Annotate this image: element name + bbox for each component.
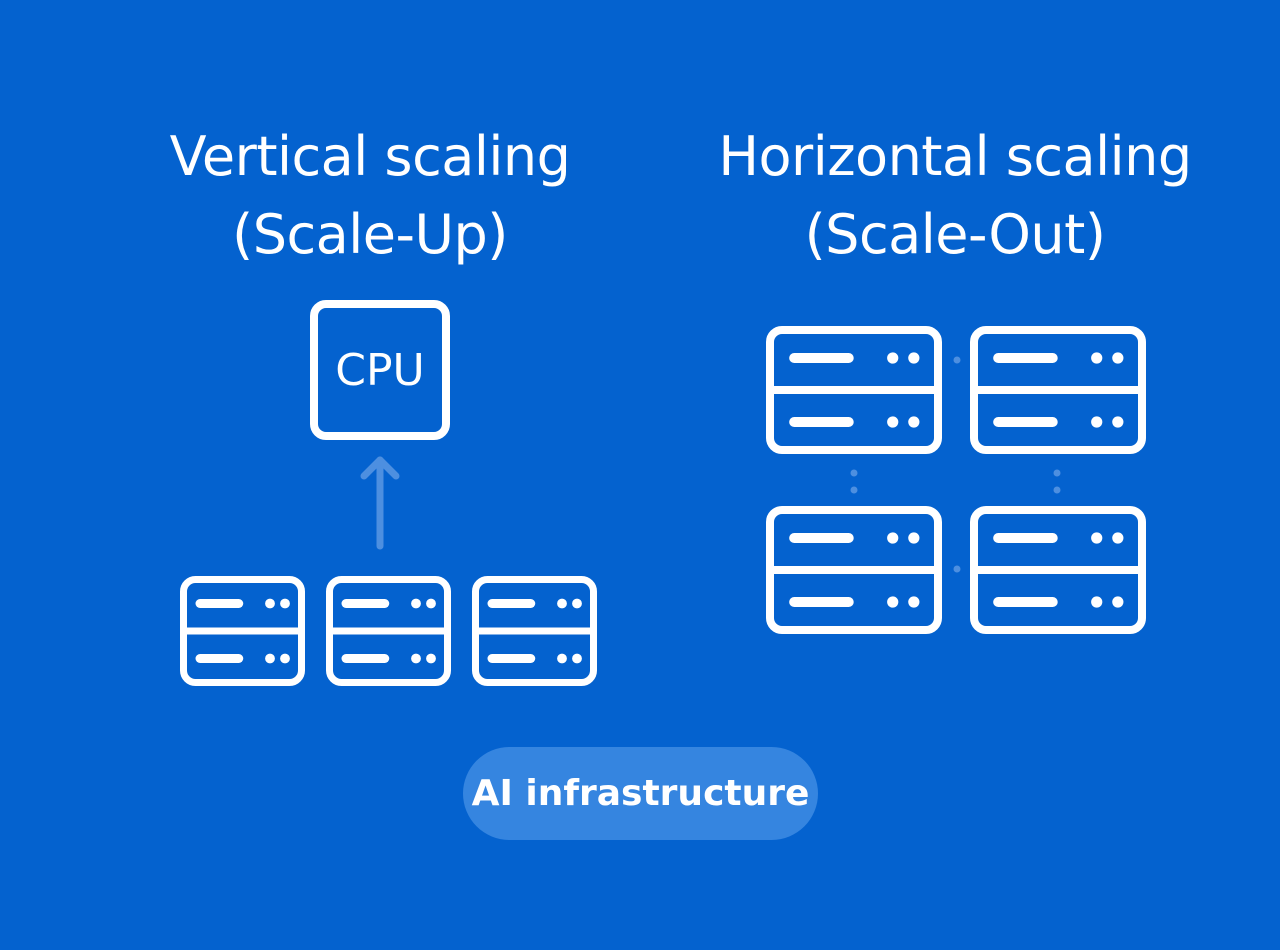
- horizontal-server-icon: [766, 506, 942, 634]
- badge-label: AI infrastructure: [471, 773, 810, 814]
- vertical-server-icon: [180, 576, 305, 686]
- vertical-title-line2: (Scale-Up): [232, 203, 508, 266]
- horizontal-title-line2: (Scale-Out): [804, 203, 1106, 266]
- vertical-server-icon: [472, 576, 597, 686]
- connector-dot: [953, 565, 961, 573]
- horizontal-title-line1: Horizontal scaling: [718, 125, 1192, 188]
- connector-dot: [1053, 469, 1061, 477]
- vertical-server-icon: [326, 576, 451, 686]
- vertical-title-line1: Vertical scaling: [169, 125, 571, 188]
- cpu-icon: CPU: [310, 300, 450, 440]
- horizontal-server-icon: [766, 326, 942, 454]
- cpu-label: CPU: [335, 344, 425, 396]
- connector-dot: [953, 356, 961, 364]
- horizontal-scaling-title: Horizontal scaling (Scale-Out): [690, 118, 1220, 274]
- connector-dot: [1053, 486, 1061, 494]
- connector-dot: [850, 486, 858, 494]
- vertical-scaling-title: Vertical scaling (Scale-Up): [130, 118, 610, 274]
- ai-infrastructure-badge: AI infrastructure: [463, 747, 818, 840]
- connector-dot: [850, 469, 858, 477]
- horizontal-server-icon: [970, 326, 1146, 454]
- horizontal-server-icon: [970, 506, 1146, 634]
- arrow-up-icon: [360, 456, 400, 550]
